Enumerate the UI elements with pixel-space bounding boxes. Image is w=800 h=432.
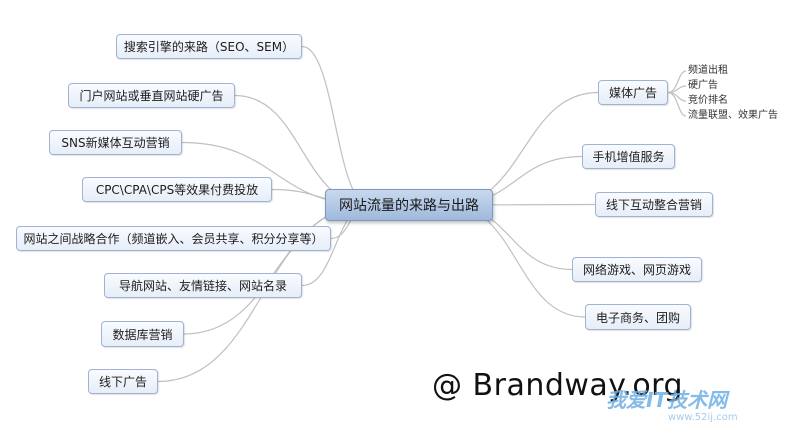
branch-sns[interactable]: SNS新媒体互动营销: [49, 130, 182, 155]
branch-offline-marketing[interactable]: 线下互动整合营销: [595, 192, 713, 217]
central-topic[interactable]: 网站流量的来路与出路: [325, 189, 493, 221]
branch-seo-sem[interactable]: 搜索引擎的来路（SEO、SEM）: [116, 34, 302, 59]
branch-mobile-vas[interactable]: 手机增值服务: [582, 144, 675, 169]
brand-text: @ Brandway.org: [432, 368, 684, 403]
connector-sub-traffic-alliance: [667, 91, 687, 117]
sub-hard-ads[interactable]: 硬广告: [688, 80, 718, 91]
connector-branch-database-marketing: [183, 204, 370, 335]
sub-channel-rent[interactable]: 频道出租: [688, 65, 728, 76]
connector-branch-seo-sem: [301, 45, 370, 206]
sub-traffic-alliance[interactable]: 流量联盟、效果广告: [688, 110, 778, 121]
branch-database-marketing[interactable]: 数据库营销: [101, 321, 184, 347]
branch-strategic-coop[interactable]: 网站之间战略合作（频道嵌入、会员共享、积分分享等）: [16, 226, 331, 251]
branch-nav-sites[interactable]: 导航网站、友情链接、网站名录: [104, 273, 302, 298]
site-watermark-url: www.52ij.com: [668, 412, 738, 423]
branch-media-ads[interactable]: 媒体广告: [598, 80, 668, 105]
branch-online-games[interactable]: 网络游戏、网页游戏: [572, 257, 702, 282]
connector-branch-ecommerce: [448, 204, 586, 318]
branch-portal-ads[interactable]: 门户网站或垂直网站硬广告: [68, 83, 235, 108]
sub-bid-ranking[interactable]: 竞价排名: [688, 95, 728, 106]
site-watermark: 我爱IT技术网: [606, 388, 728, 412]
branch-offline-ads[interactable]: 线下广告: [88, 369, 158, 394]
branch-cpc-cpa-cps[interactable]: CPC\CPA\CPS等效果付费投放: [82, 177, 272, 202]
branch-ecommerce[interactable]: 电子商务、团购: [585, 304, 691, 330]
